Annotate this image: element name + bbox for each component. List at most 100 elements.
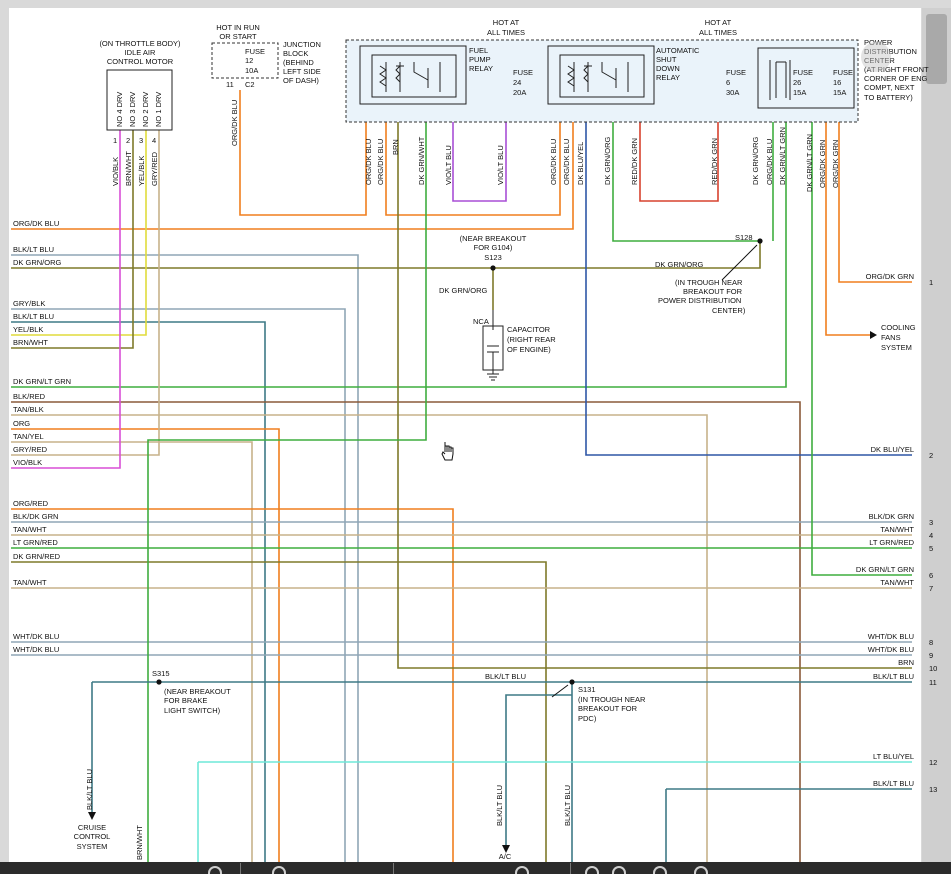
left-wire-label: ORG/RED [13,499,49,508]
fuel-pump-relay-label: RELAY [469,64,493,73]
wire-segment [147,100,427,862]
wire-label-vertical: ORG/DK BLU [549,139,558,185]
wire-label-vertical: BLK/LT BLU [495,785,504,826]
right-wire-label: ORG/DK GRN [866,272,914,281]
zoom-button[interactable] [861,42,891,72]
s315-note: (NEAR BREAKOUT [164,687,231,696]
wire-segment [11,508,454,862]
toolbar-prev-icon[interactable] [585,866,599,874]
wire-segment [585,100,912,456]
wire-label-vertical: BRN [391,139,400,155]
pdc-label: COMPT, NEXT [864,83,915,92]
right-pin-number: 6 [929,571,933,580]
iac-wire-label: YEL/BLK [137,156,146,186]
left-wire-label: TAN/YEL [13,432,44,441]
iac-motor-box [106,69,173,131]
iac-wire-label: BRN/WHT [124,151,133,186]
right-pin-number: 8 [929,638,933,647]
asd-relay-label: DOWN [656,64,680,73]
toolbar-fit-icon[interactable] [612,866,626,874]
diagram-sheet [9,8,921,874]
left-wire-label: BLK/DK GRN [13,512,58,521]
left-wire-label: GRY/BLK [13,299,45,308]
wire-segment [11,118,574,230]
iac-wire-label: GRY/RED [150,151,159,186]
fuel-pump-relay-label: PUMP [469,55,491,64]
fuse12-line1: FUSE [245,47,265,56]
arrow-right-icon [870,331,877,339]
fuse6-label: 6 [726,78,730,87]
junction-block-line: (BEHIND [283,58,314,67]
capacitor-label: CAPACITOR [507,325,551,334]
right-wire-label: WHT/DK BLU [868,645,914,654]
wire-segment [505,694,572,845]
fuse16-label: 16 [833,78,841,87]
bottom-toolbar [0,862,951,874]
s128-note: CENTER) [712,306,746,315]
pdc-label: DISTRIBUTION [864,47,917,56]
left-wire-label: GRY/RED [13,445,48,454]
left-wire-label: VIO/BLK [13,458,42,467]
iac-pin-label: NO 1 DRV [154,92,163,127]
wire-segment [11,130,121,469]
component-layer [106,39,859,381]
vertical-scrollbar[interactable] [922,8,951,874]
toolbar-separator [240,863,241,874]
arrow-down-icon [502,845,510,853]
wire-label-vertical: ORG/DK BLU [562,139,571,185]
right-wire-label: WHT/DK BLU [868,632,914,641]
s131-note: PDC) [578,714,597,723]
fuse16-label: FUSE [833,68,853,77]
toolbar-print-icon[interactable] [515,866,529,874]
s131-name: S131 [578,685,596,694]
s128-note: BREAKOUT FOR [683,287,743,296]
wire-layer [11,65,912,862]
hot-all-times-2-line2: ALL TIMES [699,28,737,37]
right-pin-number: 1 [929,278,933,287]
right-pin-number: 3 [929,518,933,527]
iac-pin-number: 3 [139,136,143,145]
hot-run-start-line1: HOT IN RUN [216,23,260,32]
wire-label-vertical: BLK/LT BLU [85,769,94,810]
fuse12-line2: 12 [245,56,253,65]
wire-segment [11,441,253,862]
wire-segment [11,428,280,862]
junction-block-line: JUNCTION [283,40,321,49]
mid-wire-label: BLK/LT BLU [485,672,526,681]
left-wire-label: TAN/BLK [13,405,44,414]
splice-dot [156,679,162,685]
wire-label-vertical: RED/DK GRN [630,138,639,185]
ac-label: A/C [499,852,512,861]
fuse12-line3: 10A [245,66,258,75]
right-wire-label: TAN/WHT [880,578,914,587]
toolbar-zoom-icon[interactable] [272,866,286,874]
fuse12-pin-right: C2 [245,80,255,89]
wire-label-vertical: ORG/DK GRN [831,140,840,188]
mid-wire-label: DK GRN/ORG [655,260,704,269]
s315-note: FOR BRAKE [164,696,207,705]
wire-label-vertical: BLK/LT BLU [563,785,572,826]
iac-title-line2: IDLE AIR [125,48,156,57]
capacitor-label: (RIGHT REAR [507,335,556,344]
leader-line [551,244,758,698]
fuse24-label: 24 [513,78,521,87]
hot-all-times-1-line2: ALL TIMES [487,28,525,37]
toolbar-menu-icon[interactable] [694,866,708,874]
toolbar-rotate-icon[interactable] [208,866,222,874]
toolbar-next-icon[interactable] [653,866,667,874]
fuel-pump-relay-box [359,45,467,105]
scrollbar-thumb[interactable] [926,14,947,84]
s128-name: S128 [735,233,753,242]
wire-segment [11,308,346,862]
hot-all-times-1-line1: HOT AT [493,18,520,27]
capacitor-label: OF ENGINE) [507,345,551,354]
cooling-fans-label: FANS [881,333,901,342]
right-pin-number: 2 [929,451,933,460]
wire-label-vertical: BRN/WHT [135,825,144,860]
wire-segment [11,130,147,336]
wire-label-vertical: DK BLU/YEL [576,142,585,185]
wire-label-vertical: DK GRN/WHT [417,136,426,185]
left-wire-label: ORG [13,419,30,428]
